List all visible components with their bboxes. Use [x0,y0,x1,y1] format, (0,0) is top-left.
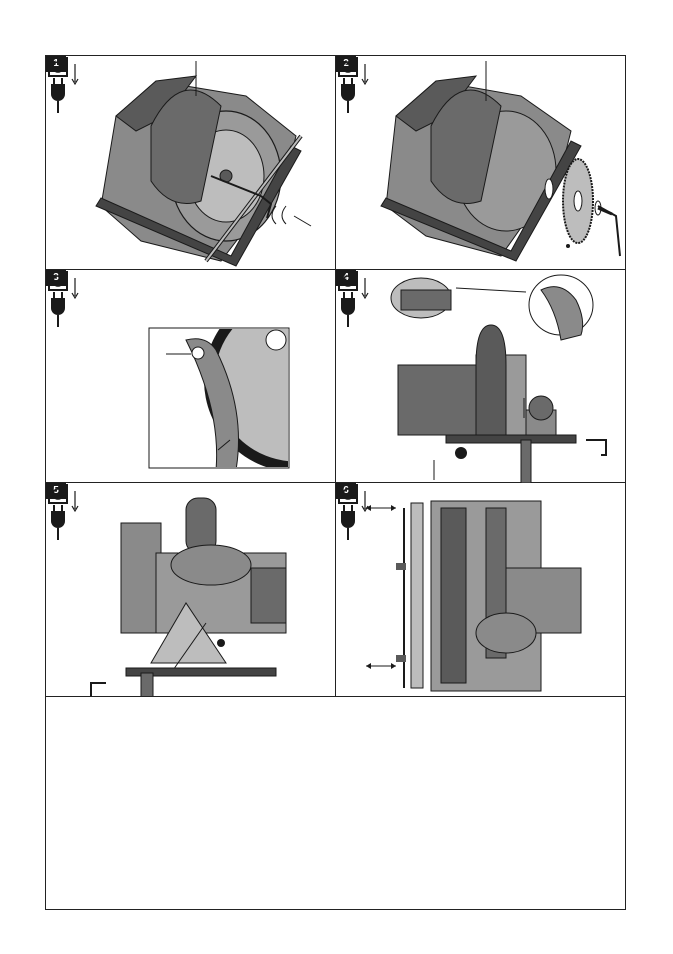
blank-notes-area [46,696,625,909]
cutting-depth-illustration [336,270,625,483]
figure-panel-5: 5 [46,483,335,696]
figure-panel-6: 6 [336,483,625,696]
saw-illustration [46,56,335,269]
saw-blade-change-illustration [336,56,625,269]
parallel-guide-illustration [336,483,625,696]
figure-panel-3: 3 [46,270,335,483]
figure-sheet: 1 2 [45,55,626,910]
bevel-angle-illustration [46,483,335,696]
figure-panel-4: 4 [336,270,625,483]
riving-knife-detail [46,270,335,483]
figure-panel-2: 2 [336,56,625,269]
figure-panel-1: 1 [46,56,335,269]
